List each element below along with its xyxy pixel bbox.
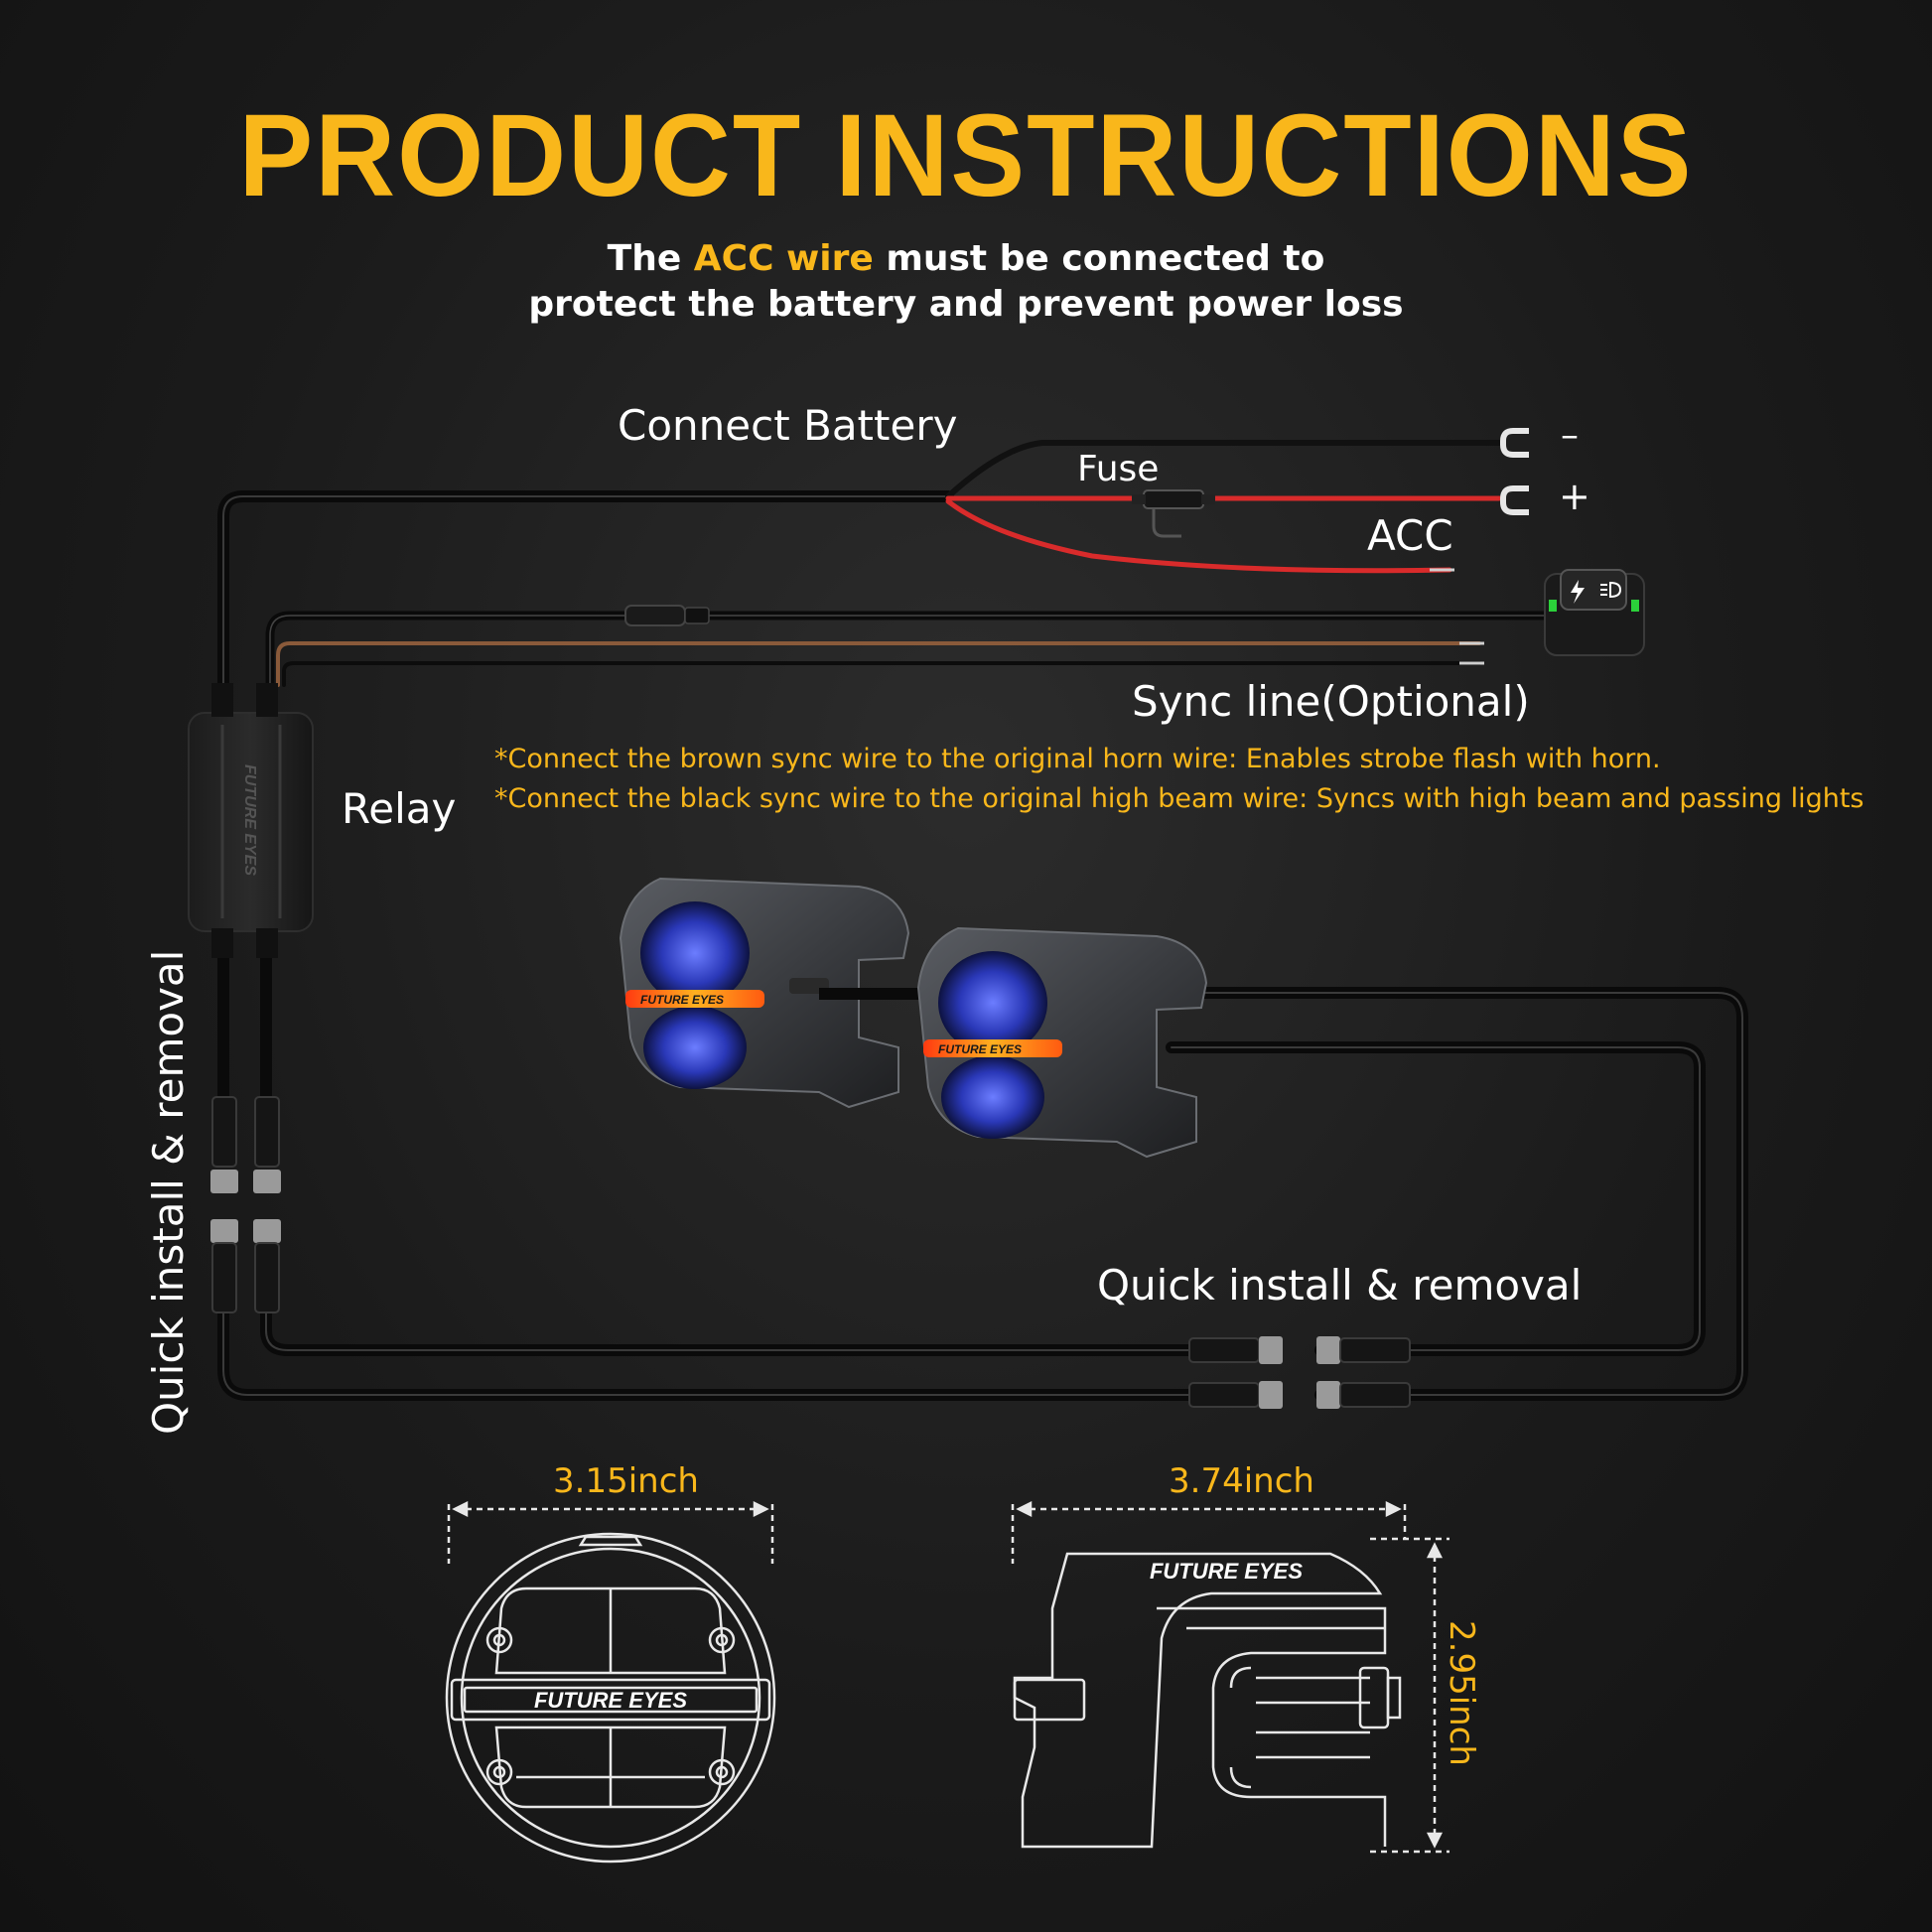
lightning-icon: [1571, 580, 1585, 604]
relay-box: FUTURE EYES: [188, 683, 314, 958]
fuse-label: Fuse: [1077, 449, 1160, 489]
sync-note-brown: *Connect the brown sync wire to the orig…: [494, 744, 1661, 774]
side-height-dimension: 2.95inch: [1442, 1620, 1481, 1766]
subtitle: The ACC wire must be connected to protec…: [0, 236, 1932, 328]
relay-label: Relay: [342, 784, 457, 833]
light-1-brand: FUTURE EYES: [640, 993, 724, 1007]
switch-button[interactable]: [1544, 569, 1645, 656]
negative-label: –: [1561, 415, 1579, 456]
positive-label: +: [1559, 475, 1590, 518]
acc-label: ACC: [1367, 511, 1453, 560]
front-width-dimension: 3.15inch: [553, 1461, 699, 1501]
brown-sync-wire: [276, 641, 1481, 687]
left-connectors: [210, 1096, 281, 1313]
side-width-dimension: 3.74inch: [1169, 1461, 1314, 1501]
quick-install-vertical-label: Quick install & removal: [144, 949, 193, 1435]
negative-terminal: [1500, 428, 1529, 458]
sync-note-black: *Connect the black sync wire to the orig…: [494, 783, 1864, 814]
front-view-brand: FUTURE EYES: [534, 1688, 687, 1713]
fuse-holder: [1132, 489, 1215, 538]
inline-connector: [624, 605, 710, 626]
relay-brand: FUTURE EYES: [241, 764, 258, 876]
fog-light-2: FUTURE EYES: [916, 926, 1208, 1159]
page-title: PRODUCT INSTRUCTIONS: [238, 89, 1694, 221]
side-view-drawing: [1011, 1500, 1449, 1854]
harness-wires: [217, 440, 1748, 1401]
positive-terminal: [1500, 485, 1529, 515]
side-view-brand: FUTURE EYES: [1150, 1559, 1303, 1584]
headlight-icon: [1600, 581, 1622, 599]
fog-light-1: FUTURE EYES: [619, 877, 928, 1109]
acc-wire-highlight: ACC wire: [693, 238, 874, 279]
acc-wire: [945, 498, 1452, 574]
connect-battery-label: Connect Battery: [618, 401, 958, 450]
front-view-drawing: [445, 1500, 776, 1863]
light-2-brand: FUTURE EYES: [938, 1042, 1022, 1056]
subtitle-line-1: The ACC wire must be connected to: [607, 238, 1325, 279]
subtitle-line-2: protect the battery and prevent power lo…: [528, 284, 1404, 325]
bottom-connectors: [1188, 1336, 1411, 1409]
quick-install-horizontal-label: Quick install & removal: [1097, 1261, 1583, 1310]
sync-line-label: Sync line(Optional): [1132, 677, 1530, 726]
black-sync-wire: [282, 661, 1481, 687]
